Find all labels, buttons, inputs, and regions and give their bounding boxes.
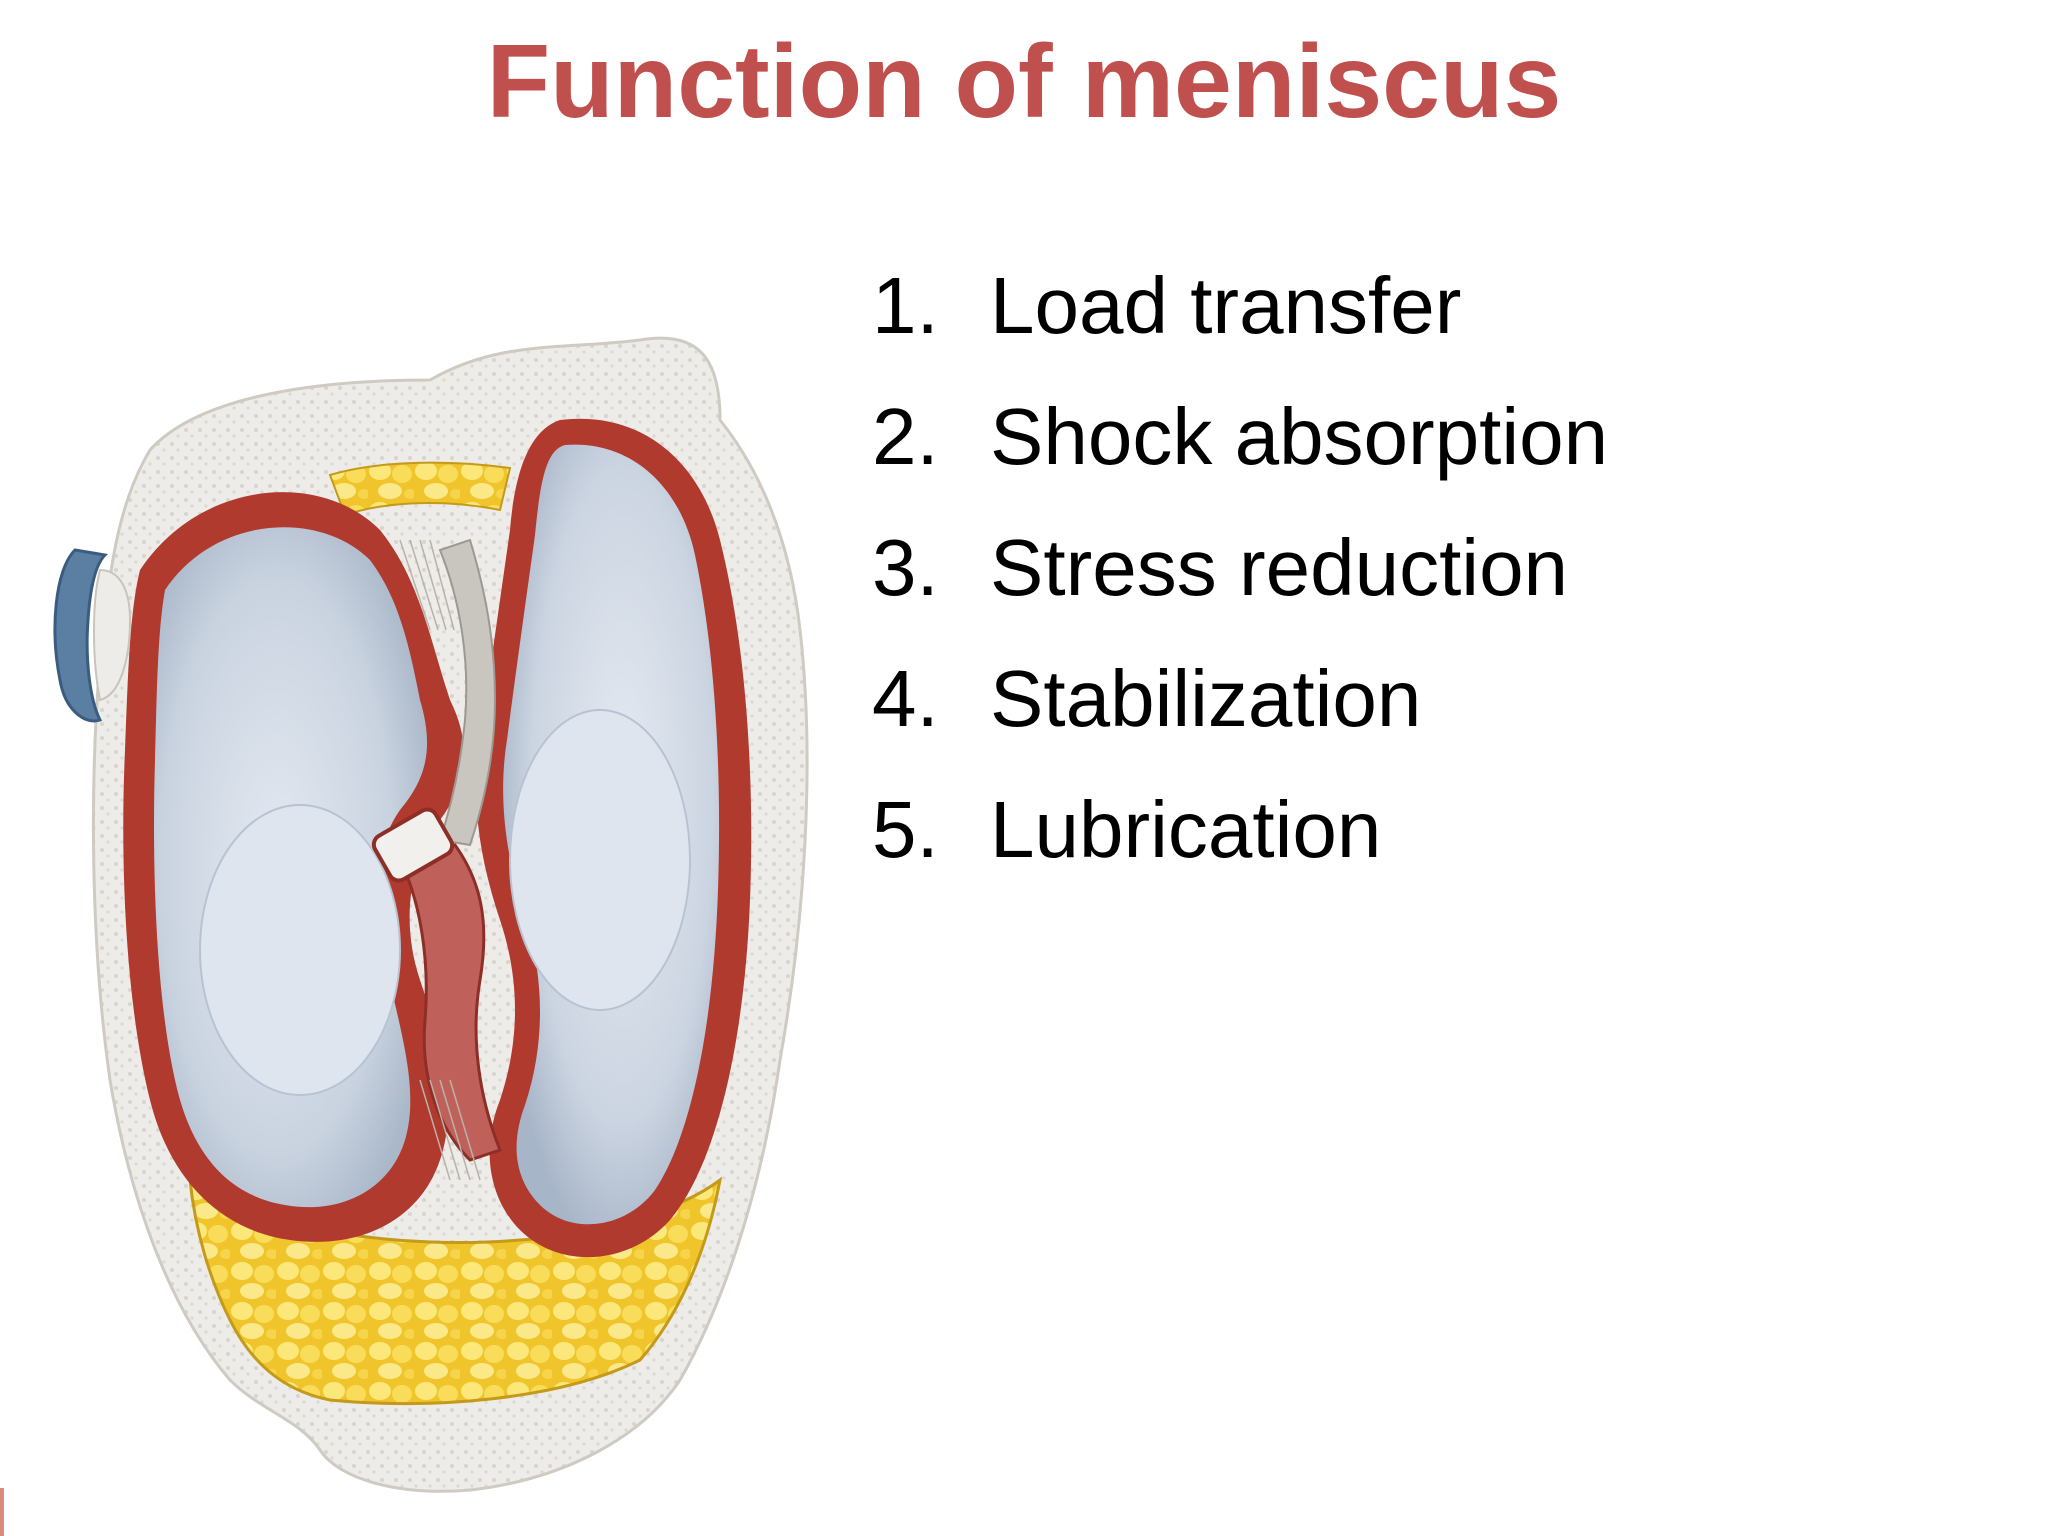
left-side-structure [53,548,109,723]
ligament-stump [371,807,455,883]
list-item: 2. Shock absorption [872,371,1608,502]
ligament-fibers [399,539,481,1181]
list-item: 5. Lubrication [872,764,1608,895]
list-item: 4. Stabilization [872,633,1608,764]
posterior-cruciate-ligament [397,843,502,1162]
function-stabilization: Stabilization [990,654,1422,743]
posterior-fat [328,461,512,517]
function-stress-reduction: Stress reduction [990,523,1569,612]
function-lubrication: Lubrication [990,785,1382,874]
meniscus-illustration [53,336,809,1493]
list-number: 4. [872,654,939,743]
list-item: 3. Stress reduction [872,502,1608,633]
edge-mark [0,1488,4,1536]
function-load-transfer: Load transfer [990,261,1462,350]
lateral-articular-cartilage [509,709,691,1011]
list-number: 1. [872,261,939,350]
slide-title: Function of meniscus [486,24,1562,140]
function-list: 1. Load transfer 2. Shock absorption 3. … [872,240,1608,895]
medial-articular-cartilage [199,804,401,1096]
list-number: 3. [872,523,939,612]
list-item: 1. Load transfer [872,240,1608,371]
function-shock-absorption: Shock absorption [990,392,1609,481]
left-side-tissue [93,568,132,702]
list-number: 5. [872,785,939,874]
list-number: 2. [872,392,939,481]
anterior-cruciate-ligament [438,538,497,847]
